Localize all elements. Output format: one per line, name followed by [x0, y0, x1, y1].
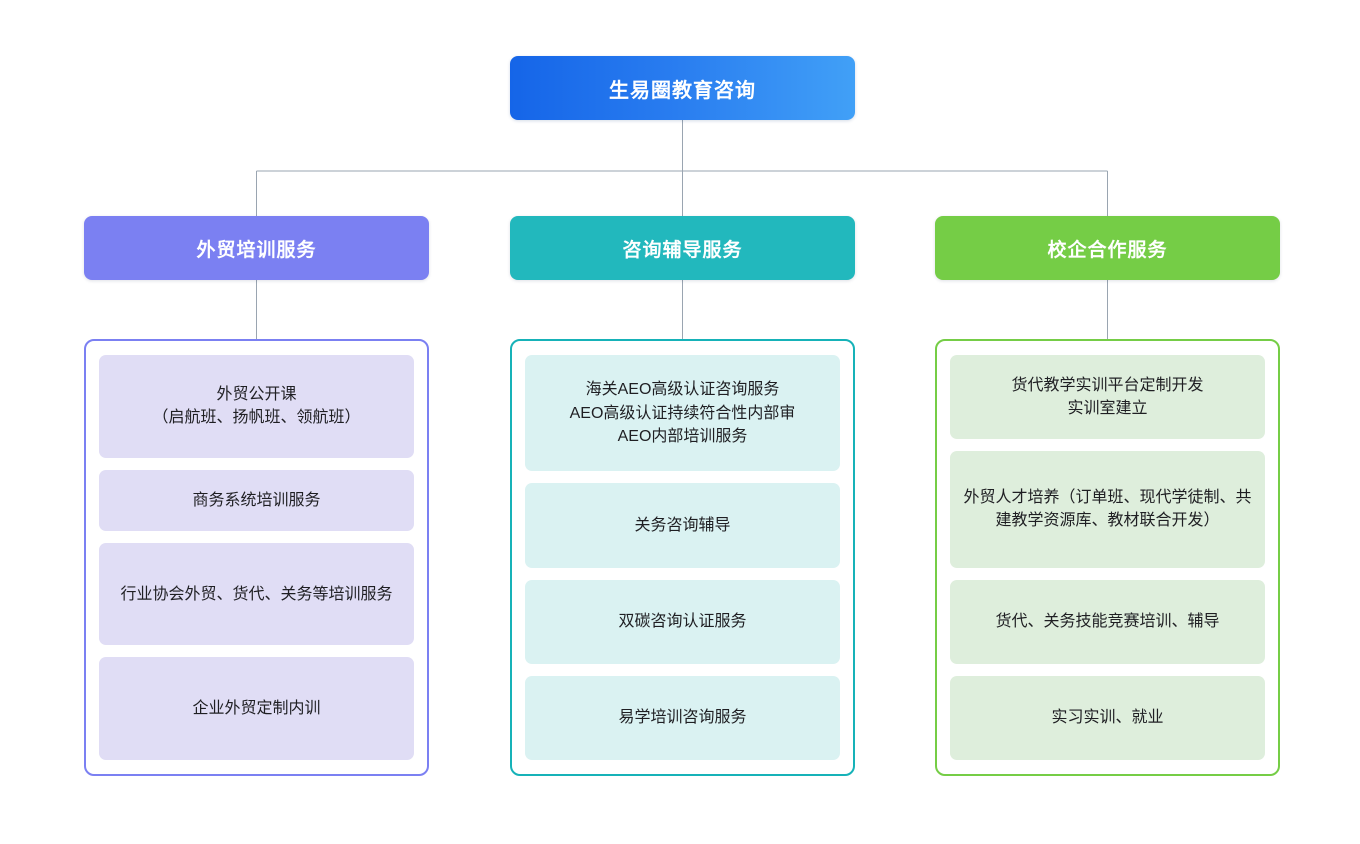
items-container-foreign-trade-training: 外贸公开课 （启航班、扬帆班、领航班） 商务系统培训服务 行业协会外贸、货代、关…: [84, 339, 429, 776]
branch-header-school-enterprise-cooperation[interactable]: 校企合作服务: [935, 216, 1280, 280]
item-card[interactable]: 行业协会外贸、货代、关务等培训服务: [99, 542, 414, 646]
branch-column-consulting-tutoring: 咨询辅导服务 海关AEO高级认证咨询服务 AEO高级认证持续符合性内部审 AEO…: [510, 216, 855, 776]
item-card[interactable]: 海关AEO高级认证咨询服务 AEO高级认证持续符合性内部审 AEO内部培训服务: [525, 355, 840, 472]
item-card[interactable]: 外贸公开课 （启航班、扬帆班、领航班）: [99, 355, 414, 458]
item-card[interactable]: 易学培训咨询服务: [525, 675, 840, 760]
item-card[interactable]: 商务系统培训服务: [99, 469, 414, 531]
branch-column-school-enterprise-cooperation: 校企合作服务 货代教学实训平台定制开发 实训室建立 外贸人才培养（订单班、现代学…: [935, 216, 1280, 776]
branch-header-label: 外贸培训服务: [196, 239, 317, 261]
root-node[interactable]: 生易圈教育咨询: [510, 56, 855, 120]
items-container-school-enterprise-cooperation: 货代教学实训平台定制开发 实训室建立 外贸人才培养（订单班、现代学徒制、共建教学…: [935, 339, 1280, 776]
branch-column-foreign-trade-training: 外贸培训服务 外贸公开课 （启航班、扬帆班、领航班） 商务系统培训服务 行业协会…: [84, 216, 429, 776]
branch-header-foreign-trade-training[interactable]: 外贸培训服务: [84, 216, 429, 280]
item-card[interactable]: 实习实训、就业: [950, 675, 1265, 760]
item-card[interactable]: 外贸人才培养（订单班、现代学徒制、共建教学资源库、教材联合开发）: [950, 451, 1265, 568]
item-card[interactable]: 双碳咨询认证服务: [525, 579, 840, 664]
branch-header-label: 校企合作服务: [1047, 239, 1168, 261]
items-container-consulting-tutoring: 海关AEO高级认证咨询服务 AEO高级认证持续符合性内部审 AEO内部培训服务 …: [510, 339, 855, 776]
item-card[interactable]: 企业外贸定制内训: [99, 657, 414, 761]
branch-header-consulting-tutoring[interactable]: 咨询辅导服务: [510, 216, 855, 280]
item-card[interactable]: 货代教学实训平台定制开发 实训室建立: [950, 355, 1265, 440]
item-card[interactable]: 关务咨询辅导: [525, 483, 840, 568]
branch-header-label: 咨询辅导服务: [622, 239, 743, 261]
item-card[interactable]: 货代、关务技能竞赛培训、辅导: [950, 579, 1265, 664]
root-node-label: 生易圈教育咨询: [609, 79, 756, 102]
